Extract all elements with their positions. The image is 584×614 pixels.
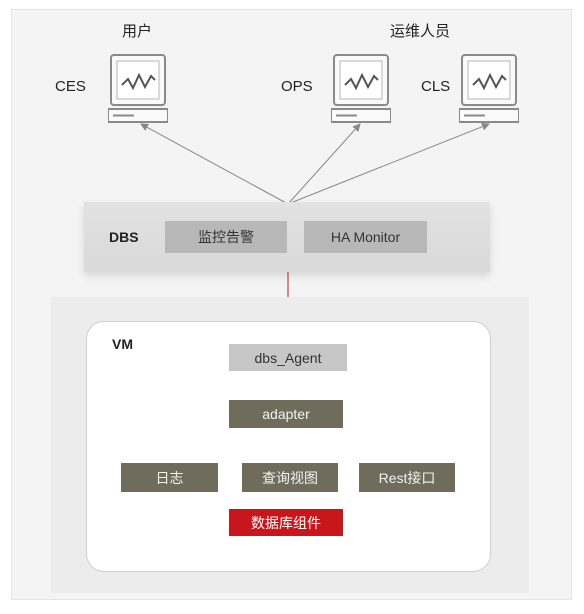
arrow-dbs-to-ops [287, 123, 361, 205]
monitor-alert-box: 监控告警 [165, 221, 287, 253]
terminal-label-cls: CLS [421, 78, 451, 95]
adapter-box: adapter [229, 400, 343, 428]
group-label-users: 用户 [122, 23, 153, 40]
monitor-icon [331, 54, 391, 123]
db-components-box: 数据库组件 [229, 509, 343, 536]
dbs-panel [84, 202, 490, 272]
arrow-dbs-to-cls [287, 122, 490, 205]
query-view-box: 查询视图 [242, 463, 338, 492]
arrow-dbs-to-ces [140, 123, 289, 205]
monitor-icon [459, 54, 519, 123]
vm-title: VM [112, 336, 133, 352]
terminal-label-ces: CES [55, 78, 86, 95]
monitor-icon [108, 54, 168, 123]
ha-monitor-box: HA Monitor [304, 221, 427, 253]
terminal-label-ops: OPS [281, 78, 313, 95]
dbs-agent-box: dbs_Agent [229, 344, 347, 371]
dbs-title: DBS [109, 229, 139, 245]
rest-api-box: Rest接口 [359, 463, 455, 492]
group-label-ops-staff: 运维人员 [390, 23, 451, 40]
log-box: 日志 [121, 463, 218, 492]
